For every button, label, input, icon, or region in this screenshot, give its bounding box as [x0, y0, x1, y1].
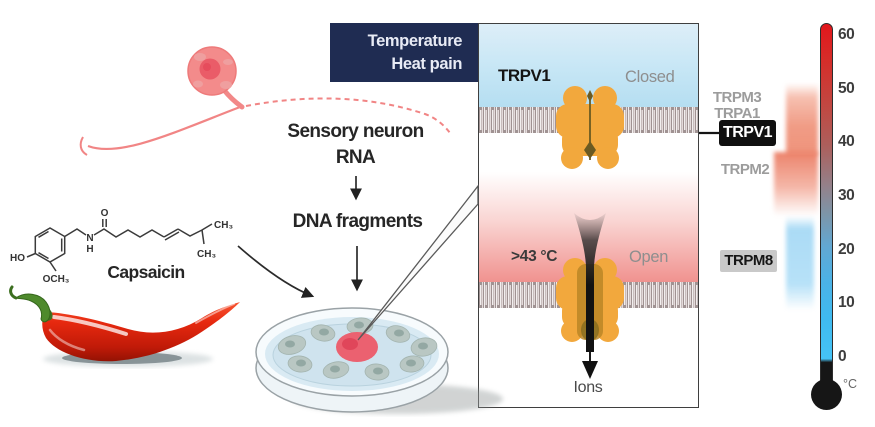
capsaicin-structure: HO O N H OCH₃ CH₃ CH₃ — [10, 208, 233, 285]
banner-line2: Heat pain — [391, 55, 462, 73]
soma-texture — [193, 80, 203, 88]
atom-label: OCH₃ — [43, 274, 70, 285]
soma-texture — [194, 53, 206, 61]
pepper-highlight — [48, 328, 86, 352]
cold-activation-band — [786, 216, 814, 310]
pore-gate-bottom — [584, 141, 596, 159]
petri-dish-illustration — [255, 307, 503, 414]
pepper-body — [42, 302, 240, 362]
atom-label: H — [86, 244, 93, 255]
trpv1-open-channel — [556, 213, 624, 379]
neuron-nucleolus — [203, 63, 211, 71]
temperature-heat-pain-banner: Temperature Heat pain — [330, 23, 478, 82]
tick-label-20: 20 — [838, 241, 855, 258]
atom-label: CH₃ — [197, 249, 216, 260]
cell-nuclei — [285, 321, 428, 375]
nerve-ending-icon — [79, 136, 88, 156]
channel-label-trpm2: TRPM2 — [720, 161, 770, 178]
arrow-capsaicin-to-dish — [237, 245, 315, 298]
trpv1-closed-channel — [556, 86, 624, 169]
transfected-cell-core — [342, 338, 358, 350]
micropipette-needle — [357, 184, 479, 341]
thermometer-unit-label: °C — [843, 377, 858, 391]
rna-text: RNA — [335, 147, 376, 168]
ion-flux-funnel — [574, 213, 606, 352]
transfected-cell — [336, 332, 378, 362]
tick-label-60: 60 — [838, 26, 855, 43]
hot-activation-band — [786, 83, 818, 155]
banner-line1: Temperature — [367, 32, 463, 50]
pepper-stem-curl — [9, 285, 18, 300]
tick-label-10: 10 — [838, 294, 855, 311]
warm-activation-band — [774, 152, 818, 216]
soma-texture — [223, 59, 233, 65]
channel-label-trpv1: TRPV1 — [719, 120, 776, 146]
thermometer-bulb — [811, 379, 842, 410]
ion-flow-arrowhead — [582, 361, 598, 379]
capsaicin-name-label: Capsaicin — [107, 262, 185, 282]
atom-label: O — [101, 208, 109, 219]
channel-label-trpm8: TRPM8 — [720, 250, 777, 272]
axon — [87, 105, 241, 151]
tick-label-50: 50 — [838, 80, 855, 97]
sensory-neuron-illustration — [79, 46, 451, 156]
pepper-highlight — [52, 315, 128, 336]
atom-label: HO — [10, 253, 25, 264]
atom-label: N — [86, 233, 93, 244]
channel-label-trpm3: TRPM3 — [712, 89, 762, 106]
sensory-neuron-text: Sensory neuron — [287, 121, 424, 142]
thermometer-bar — [820, 23, 833, 383]
tick-label-0: 0 — [838, 348, 847, 365]
tick-label-40: 40 — [838, 133, 855, 150]
tick-label-30: 30 — [838, 187, 855, 204]
dna-fragments-label: DNA fragments — [292, 211, 423, 232]
soma-stalk — [221, 87, 245, 110]
chili-pepper-illustration — [9, 285, 240, 367]
atom-label: CH₃ — [214, 220, 233, 231]
pepper-highlight — [195, 303, 235, 324]
axon-dashed — [245, 97, 451, 134]
sensory-neuron-rna-label: Sensory neuron RNA — [268, 119, 443, 171]
channel-label-trpa1: TRPA1 — [714, 105, 760, 122]
pore-gate-top — [587, 90, 593, 102]
soma-texture — [220, 81, 232, 89]
pepper-stem — [14, 293, 51, 323]
